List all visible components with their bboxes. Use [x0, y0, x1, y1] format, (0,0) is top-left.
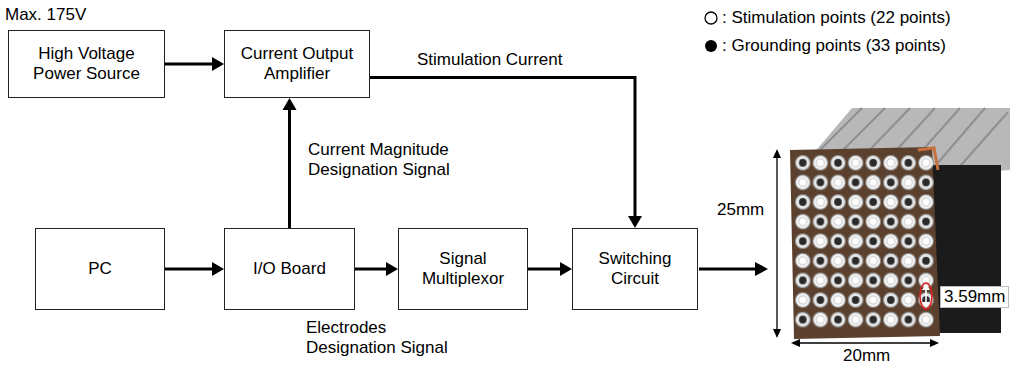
box-label: Current Output Amplifier [235, 44, 359, 85]
connector-line [165, 268, 214, 271]
annotation-label: 20mm [843, 346, 890, 366]
box-label: Switching Circuit [583, 249, 687, 290]
legend-text: : Grounding points (33 points) [722, 36, 946, 56]
edge-label: Stimulation Current [415, 50, 565, 70]
arrow-connector [283, 98, 297, 228]
process-box: Current Output Amplifier [224, 30, 370, 98]
edge-label: Current Magnitude Designation Signal [306, 140, 500, 181]
process-box: High Voltage Power Source [8, 30, 165, 98]
height-dimension [773, 149, 781, 338]
annotation-label: Electrodes Designation Signal [306, 318, 456, 359]
box-label: I/O Board [235, 259, 344, 279]
legend-text: : Stimulation points (22 points) [722, 8, 951, 28]
box-label: High Voltage Power Source [19, 44, 154, 85]
arrow-head [212, 57, 224, 71]
connector-line [355, 268, 388, 271]
process-box: I/O Board [224, 228, 355, 310]
electrode-board [790, 147, 940, 339]
process-box: Switching Circuit [572, 228, 698, 310]
annotation-label: 3.59mm [940, 286, 1009, 308]
box-label: PC [46, 259, 154, 279]
arrow-head [386, 262, 398, 276]
arrow-connector [165, 57, 224, 71]
connector-line [288, 108, 291, 228]
electrode-grid [794, 153, 935, 329]
arrow-head [560, 262, 572, 276]
width-dimension [791, 339, 939, 347]
spacing-marker [920, 283, 932, 309]
annotation-label: Max. 175V [5, 5, 86, 25]
arrow-connector [165, 262, 224, 276]
legend-symbols [705, 12, 717, 52]
arrow-head [628, 216, 642, 228]
arrow-connector [528, 262, 572, 276]
output-arrow [699, 262, 768, 276]
arrow-head [212, 262, 224, 276]
box-label: Signal Multiplexor [409, 249, 517, 290]
connector-line [528, 268, 562, 271]
connector-line [165, 63, 214, 66]
process-box: PC [35, 228, 165, 310]
process-box: Signal Multiplexor [398, 228, 528, 310]
annotation-label: 25mm [717, 200, 764, 220]
arrow-connector [355, 262, 398, 276]
arrow-head [283, 98, 297, 110]
